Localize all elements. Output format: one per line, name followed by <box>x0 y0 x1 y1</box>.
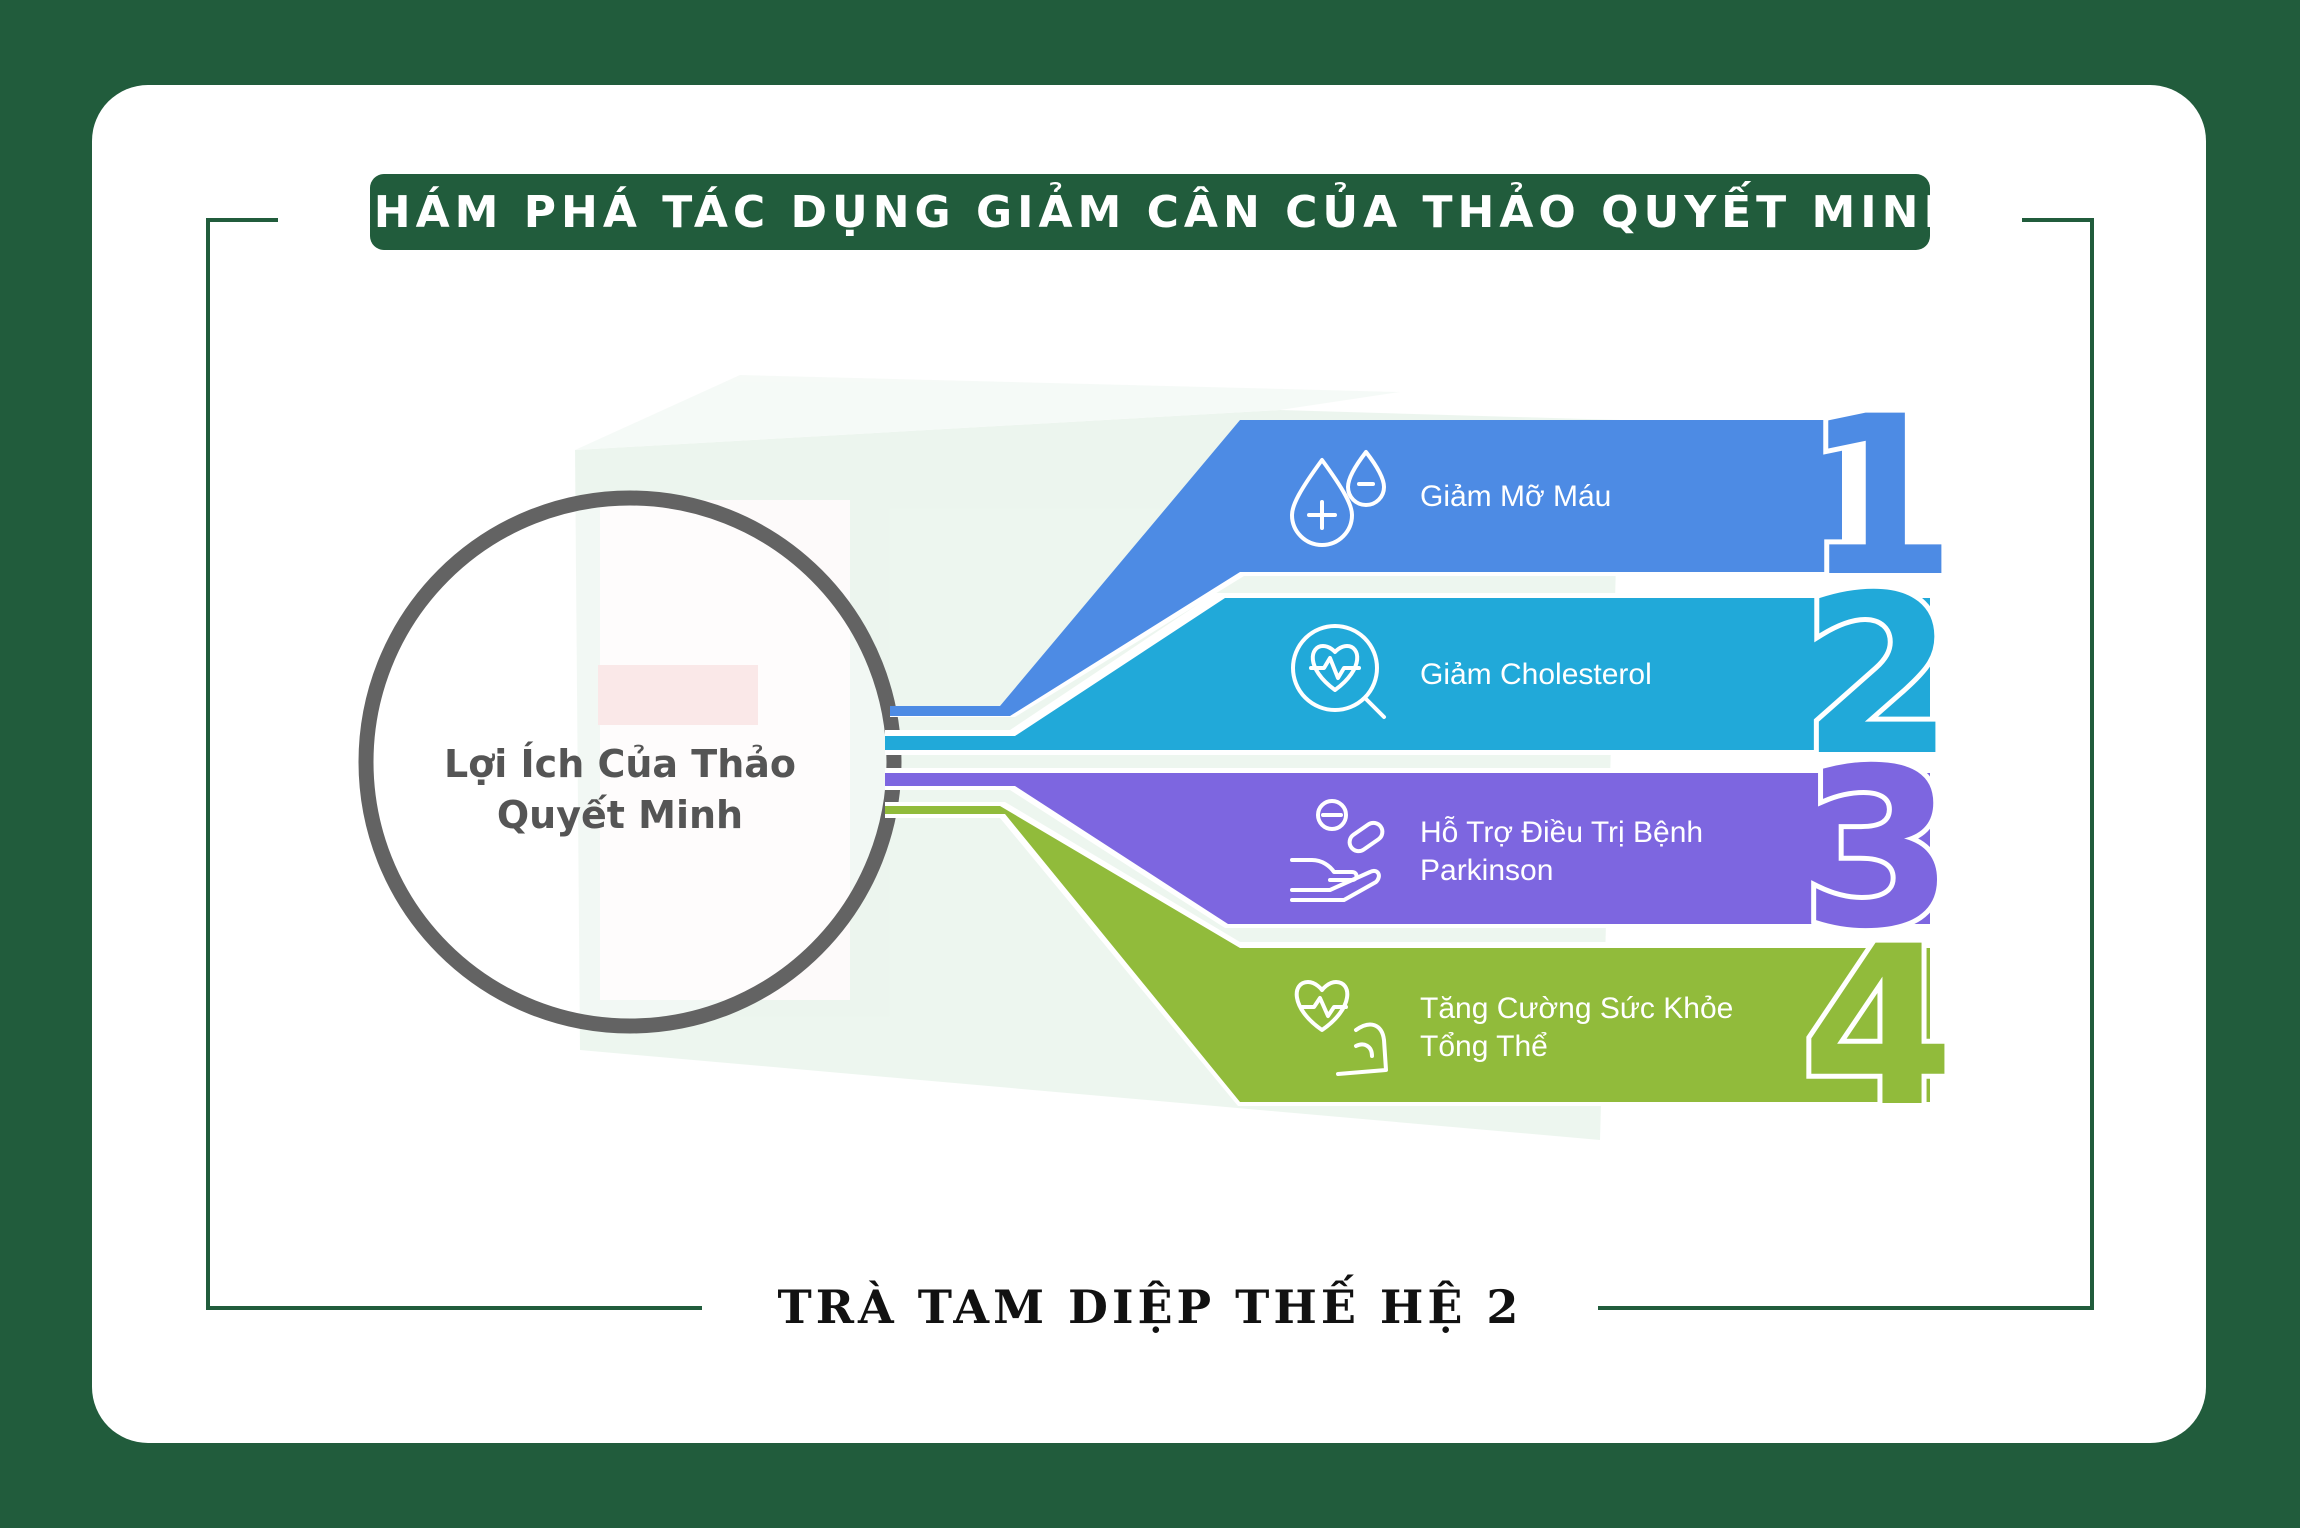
benefit-label-4: Tăng Cường Sức Khỏe Tổng Thể <box>1420 990 1750 1066</box>
benefit-number-4: 4 <box>1801 899 1954 1155</box>
benefit-label-1: Giảm Mỡ Máu <box>1420 478 1750 516</box>
benefit-label-3: Hỗ Trợ Điều Trị Bệnh Parkinson <box>1420 814 1750 890</box>
benefit-label-2: Giảm Cholesterol <box>1420 656 1750 694</box>
center-label: Lợi Ích Của Thảo Quyết Minh <box>400 700 840 880</box>
footer-brand: TRÀ TAM DIỆP THẾ HỆ 2 <box>700 1277 1600 1337</box>
